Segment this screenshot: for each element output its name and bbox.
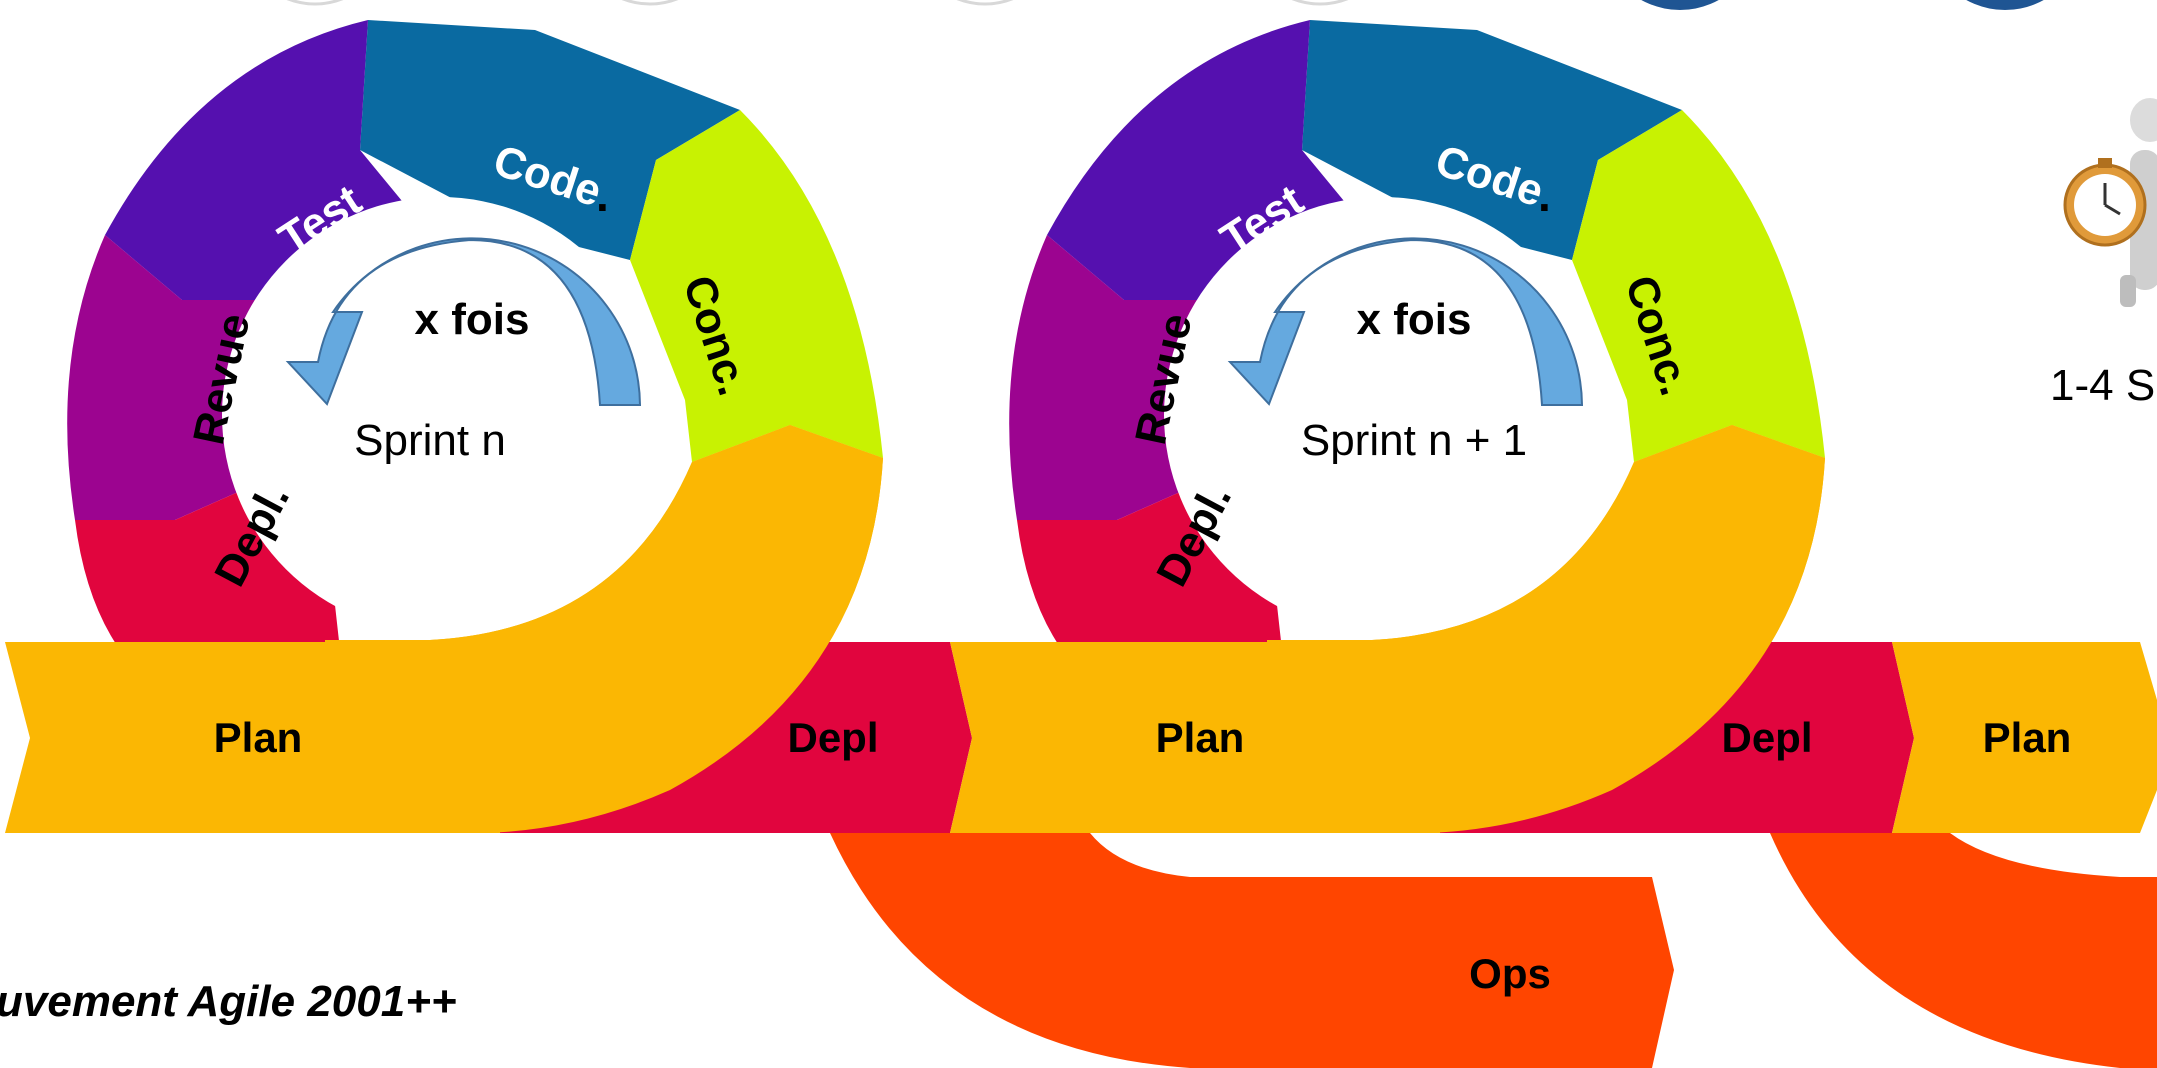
- ops-band: [1770, 833, 2157, 1068]
- loop-arrow-icon: [285, 237, 642, 406]
- band-label-plan: Plan: [214, 714, 303, 761]
- wheel-hub: [222, 197, 658, 633]
- top-dot-gray: [286, 0, 344, 6]
- stopwatch-icon: [2063, 98, 2157, 307]
- code-dot: .: [1538, 169, 1551, 221]
- loop-label: x fois: [415, 295, 530, 344]
- duration-label: 1-4 S: [2050, 361, 2155, 410]
- plan-band: [950, 642, 1440, 833]
- band-label-depl: Depl: [787, 714, 878, 761]
- top-dot-gray: [621, 0, 679, 6]
- band-label-plan: Plan: [1983, 714, 2072, 761]
- plan-band: [5, 642, 500, 833]
- plan-arc-overlap: [430, 425, 883, 833]
- ops-band: [830, 833, 1674, 1068]
- segment-conc: [630, 110, 883, 462]
- footer-caption: uvement Agile 2001++: [0, 977, 457, 1026]
- loop-label: x fois: [1357, 295, 1472, 344]
- sprint-title: Sprint n: [354, 416, 506, 465]
- top-dot-gray: [1291, 0, 1349, 6]
- band-label-plan: Plan: [1156, 714, 1245, 761]
- sprint-title: Sprint n + 1: [1301, 416, 1527, 465]
- wheel-hub: [1164, 197, 1600, 633]
- band-label-depl: Depl: [1721, 714, 1812, 761]
- top-dot-row: [286, 0, 2044, 10]
- code-dot: .: [596, 169, 609, 221]
- top-dot-blue: [1966, 0, 2044, 10]
- top-dot-blue: [1641, 0, 1719, 10]
- top-dot-gray: [956, 0, 1014, 6]
- plan-band: [1892, 642, 2157, 833]
- loop-arrow-icon: [1227, 237, 1584, 406]
- segment-conc: [1572, 110, 1825, 462]
- band-label-ops: Ops: [1469, 950, 1551, 997]
- plan-arc-overlap: [1372, 425, 1825, 833]
